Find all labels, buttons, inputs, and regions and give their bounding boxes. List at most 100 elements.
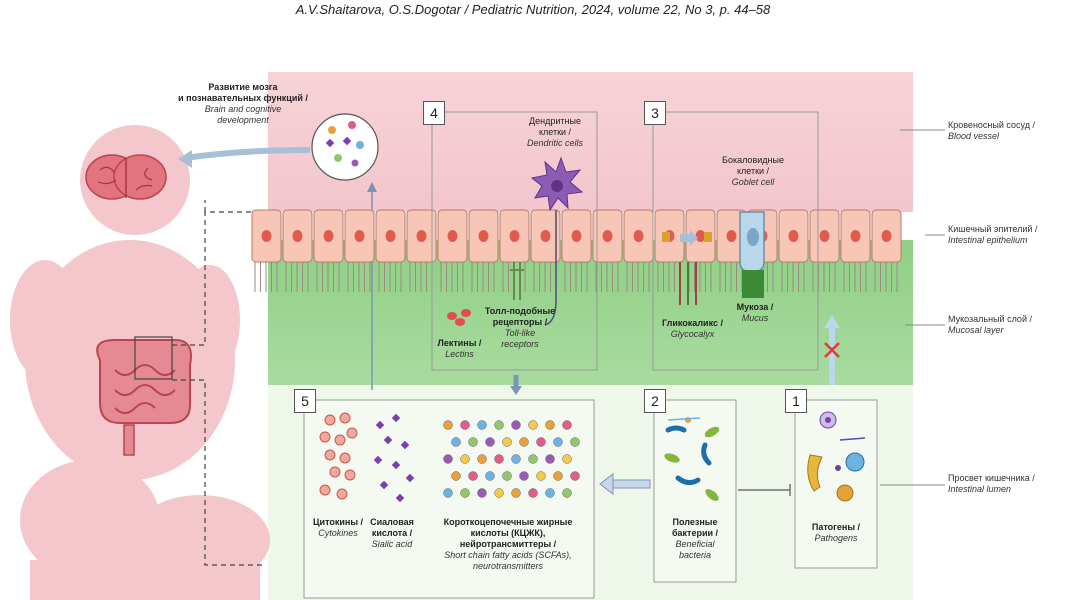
pathogen-icon bbox=[807, 411, 866, 502]
glycocalyx-ru: Гликокаликс / bbox=[662, 318, 723, 328]
sialic-acid-diamond bbox=[373, 455, 383, 465]
dendritic-ru-2: клетки / bbox=[538, 127, 572, 137]
cytokine-dot bbox=[339, 412, 351, 424]
cytokine-dot bbox=[324, 449, 336, 461]
brain-development-label: Развитие мозга и познавательных функций … bbox=[158, 82, 328, 126]
lectins-ru: Лектины / bbox=[437, 338, 482, 348]
cytokine-dot bbox=[344, 469, 356, 481]
cell-nucleus bbox=[571, 230, 582, 242]
scfa-dot bbox=[519, 471, 529, 481]
scfa-dot bbox=[451, 471, 461, 481]
glycocalyx-en: Glycocalyx bbox=[670, 329, 715, 339]
scfa-dot bbox=[536, 471, 546, 481]
scfa-dot bbox=[570, 471, 580, 481]
scfa-dot bbox=[502, 437, 512, 447]
blood-vessel-label: Кровеносный сосуд / Blood vessel bbox=[948, 120, 1063, 142]
sialic-acid-diamond bbox=[379, 480, 389, 490]
box-3-number: 3 bbox=[644, 101, 666, 125]
scfa-dot bbox=[485, 471, 495, 481]
cell-nucleus bbox=[726, 230, 737, 242]
scfa-dot bbox=[545, 420, 555, 430]
box-2-number: 2 bbox=[644, 389, 666, 413]
scfa-dot bbox=[562, 420, 572, 430]
lectin-icon bbox=[447, 309, 471, 326]
dendritic-ru-1: Дендритные bbox=[529, 116, 581, 126]
cell-nucleus bbox=[292, 230, 303, 242]
cell-nucleus bbox=[509, 230, 520, 242]
brain-en-1: Brain and cognitive bbox=[204, 104, 282, 114]
scfa-ru-3: нейротрансмиттеры / bbox=[459, 539, 557, 549]
scfa-dot bbox=[511, 420, 521, 430]
bacteria-ru-2: бактерии / bbox=[671, 528, 719, 538]
box-4 bbox=[431, 111, 598, 371]
sialic-acid-diamond bbox=[391, 460, 401, 470]
scfa-dot bbox=[477, 454, 487, 464]
sialic-acid-diamond bbox=[383, 435, 393, 445]
cytokine-dot bbox=[324, 414, 336, 426]
tlr-ru-2: рецепторы / bbox=[492, 317, 548, 327]
scfa-dot bbox=[553, 471, 563, 481]
scfa-dot bbox=[477, 420, 487, 430]
scfa-dot bbox=[511, 454, 521, 464]
cytokine-dot bbox=[339, 452, 351, 464]
cytokine-dot bbox=[319, 484, 331, 496]
scfa-dot bbox=[502, 471, 512, 481]
sialic-acid-diamond bbox=[395, 493, 405, 503]
cell-nucleus bbox=[819, 230, 830, 242]
scfa-ru-2: кислоты (КЦЖК), bbox=[470, 528, 546, 538]
cytokine-dot bbox=[336, 488, 348, 500]
dendritic-cell-icon bbox=[530, 156, 584, 326]
sialic-ru-2: кислота / bbox=[371, 528, 413, 538]
glycocalyx-label: Гликокаликс / Glycocalyx bbox=[655, 318, 730, 340]
brain-icon bbox=[85, 154, 167, 200]
lectins-en: Lectins bbox=[445, 349, 474, 359]
scfa-dot bbox=[443, 454, 453, 464]
scfa-dot bbox=[494, 488, 504, 498]
epithelium-ru: Кишечный эпителий / bbox=[948, 224, 1038, 234]
scfa-dot bbox=[460, 488, 470, 498]
goblet-ru-2: клетки / bbox=[736, 166, 770, 176]
sialic-acid-label: Сиаловая кислота / Sialic acid bbox=[362, 517, 422, 550]
cell-nucleus bbox=[478, 230, 489, 242]
cytokine-dot bbox=[334, 434, 346, 446]
cytokines-en: Cytokines bbox=[318, 528, 358, 538]
scfa-dot bbox=[511, 488, 521, 498]
glycocalyx-icon bbox=[662, 230, 712, 305]
epithelium-label: Кишечный эпителий / Intestinal epitheliu… bbox=[948, 224, 1063, 246]
cell-nucleus bbox=[416, 230, 427, 242]
cell-nucleus bbox=[261, 230, 272, 242]
blocked-x-icon bbox=[824, 342, 840, 358]
mucus-ru: Мукоза / bbox=[736, 302, 774, 312]
bacteria-en-2: bacteria bbox=[678, 550, 712, 560]
scfa-dot bbox=[562, 454, 572, 464]
intestine-icon bbox=[96, 339, 192, 456]
mucosal-en: Mucosal layer bbox=[948, 325, 1004, 335]
scfa-dot bbox=[494, 420, 504, 430]
mucus-en: Mucus bbox=[741, 313, 769, 323]
scfa-dot bbox=[545, 488, 555, 498]
bacteria-en-1: Beneficial bbox=[675, 539, 715, 549]
scfa-dot bbox=[528, 454, 538, 464]
brain-ru-2: и познавательных функций / bbox=[178, 93, 308, 103]
scfa-dot bbox=[562, 488, 572, 498]
scfa-dot bbox=[451, 437, 461, 447]
cytokines-label: Цитокины / Cytokines bbox=[308, 517, 368, 539]
sialic-acid-diamond bbox=[391, 413, 401, 423]
arrow-to-brain bbox=[184, 147, 311, 161]
pathogens-label: Патогены / Pathogens bbox=[798, 522, 874, 544]
scfa-dot bbox=[570, 437, 580, 447]
scfa-label: Короткоцепочечные жирные кислоты (КЦЖК),… bbox=[428, 517, 588, 572]
cytokine-dot bbox=[329, 466, 341, 478]
pathogens-en: Pathogens bbox=[814, 533, 858, 543]
pathogens-ru: Патогены / bbox=[811, 522, 861, 532]
scfa-dot bbox=[468, 437, 478, 447]
epithelium-en: Intestinal epithelium bbox=[948, 235, 1028, 245]
scfa-dot bbox=[443, 420, 453, 430]
sialic-ru-1: Сиаловая bbox=[370, 517, 414, 527]
scfa-dot bbox=[468, 471, 478, 481]
sialic-en: Sialic acid bbox=[371, 539, 413, 549]
scfa-dot bbox=[494, 454, 504, 464]
tlr-en-1: Toll-like bbox=[504, 328, 536, 338]
scfa-dot bbox=[485, 437, 495, 447]
